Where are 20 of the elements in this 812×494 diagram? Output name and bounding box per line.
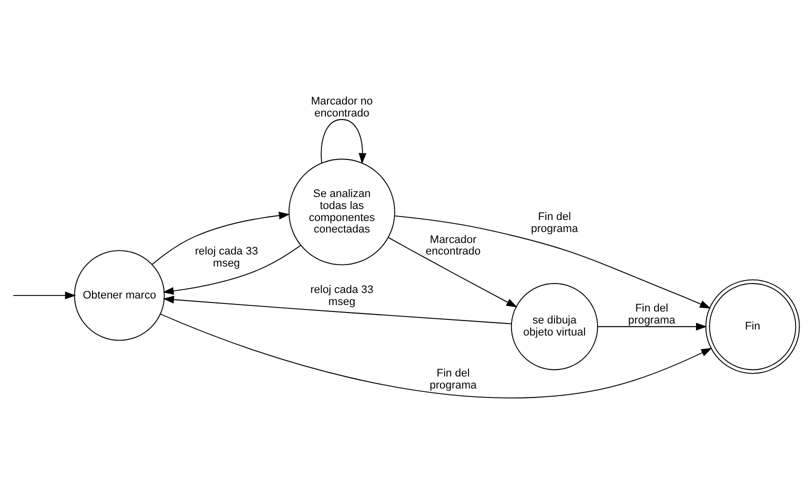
edge-label: reloj cada 33 mseg — [194, 246, 258, 270]
arrow — [160, 314, 712, 398]
edge-label: Fin del programa — [530, 210, 578, 235]
edge-label: Marcador encontrado — [426, 234, 481, 258]
arrow — [597, 322, 708, 330]
edge-label: Fin del programa — [628, 302, 676, 327]
arrow — [394, 216, 711, 308]
edge-label: reloj cada 33 mseg — [310, 284, 374, 308]
arrow — [151, 212, 290, 266]
arrow — [388, 237, 518, 308]
arrow — [320, 119, 366, 164]
node-circle: se dibuja objeto virtual — [510, 283, 598, 370]
arrow — [12, 292, 76, 300]
node-circle: Fin — [705, 279, 800, 374]
edge-label: Marcador no encontrado — [310, 95, 373, 120]
node-circle: Obtener marco — [74, 250, 165, 341]
edge-label: Fin del programa — [430, 368, 477, 392]
node-circle: Se analizan todas las componentes conectadas — [288, 158, 396, 266]
arrow — [162, 244, 302, 295]
arrow — [162, 296, 512, 324]
